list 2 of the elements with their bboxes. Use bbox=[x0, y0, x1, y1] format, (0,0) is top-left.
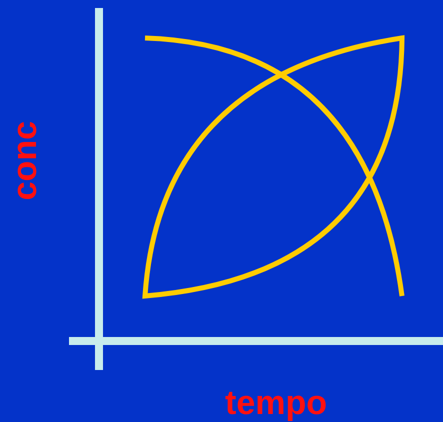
x-axis-label: tempo bbox=[225, 386, 327, 420]
y-axis-label: conc bbox=[8, 120, 42, 200]
